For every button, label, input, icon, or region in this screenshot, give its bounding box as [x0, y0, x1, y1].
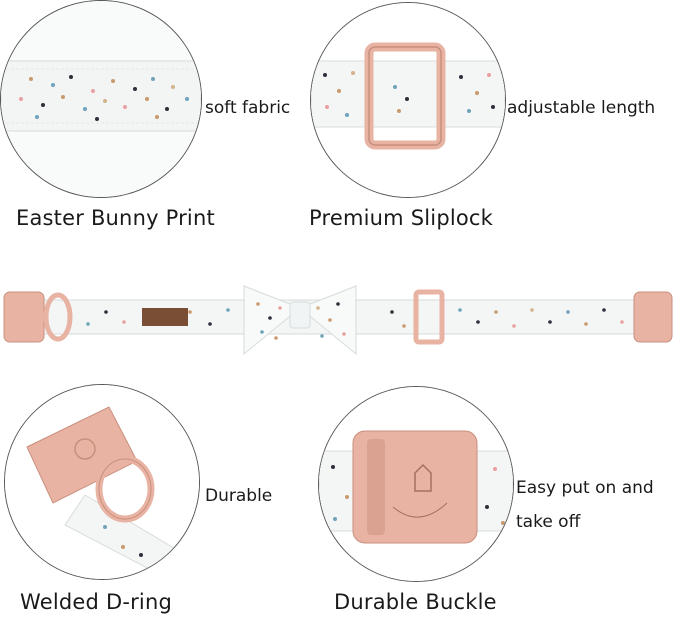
fabric-closeup-photo [0, 0, 202, 198]
collar-product-photo [0, 264, 679, 374]
soft-fabric-label: soft fabric [205, 98, 291, 118]
buckle-closeup-photo [318, 386, 514, 582]
adjustable-length-label: adjustable length [507, 98, 656, 118]
d-ring-closeup-photo [4, 384, 200, 580]
easy-put-on-label-line2: take off [516, 512, 581, 532]
durable-buckle-caption: Durable Buckle [334, 590, 497, 614]
durable-label: Durable [205, 486, 273, 506]
easy-put-on-label-line1: Easy put on and [516, 478, 654, 498]
welded-d-ring-caption: Welded D-ring [20, 590, 172, 614]
easter-bunny-print-caption: Easter Bunny Print [16, 206, 215, 230]
sliplock-closeup-photo [310, 2, 506, 198]
premium-sliplock-caption: Premium Sliplock [309, 206, 494, 230]
